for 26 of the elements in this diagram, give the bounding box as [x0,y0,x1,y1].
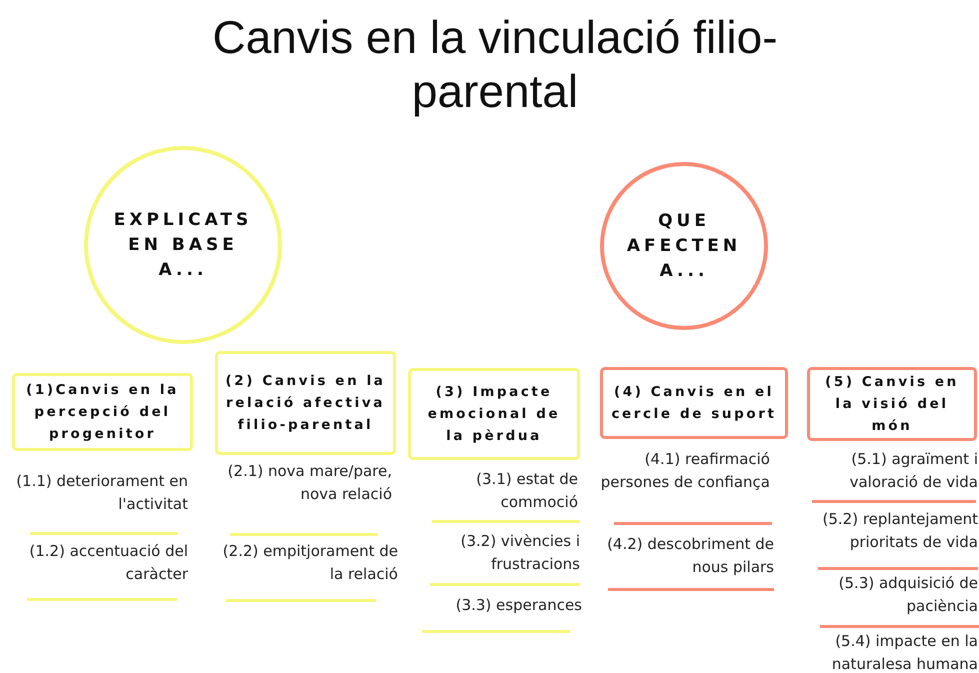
list-item: (3.3) esperances [454,595,582,616]
list-item: (5.3) adquisició de paciència [838,573,978,617]
box-heading: (2) Canvis en la relació afectiva filio-parental [224,372,387,435]
list-item: (5.1) agraïment i valoració de vida [848,449,978,493]
category-box [12,373,193,451]
category-box [215,351,396,455]
box-heading: (1)Canvis en la percepció del progenitor [25,381,180,444]
list-item: (5.2) replantejament prioritats de vida [822,509,978,553]
box-heading: (3) Impacte emocional de la pèrdua [426,383,562,446]
list-item: (3.1) estat de commoció [475,469,578,513]
category-box [408,368,580,460]
list-item: (3.2) vivències i frustracions [460,531,580,575]
title: Canvis en la vinculació filio-parental [211,10,779,118]
list-item: (1.2) accentuació del caràcter [28,541,188,585]
box-heading: (5) Canvis en la visió del món [824,373,960,436]
category-box [807,367,977,441]
list-item: (1.1) deteriorament en l'activitat [15,471,188,515]
list-item: (4.2) descobriment de nous pilars [606,534,774,578]
circle-label: QUE AFECTEN A... [626,210,742,282]
box-heading: (4) Canvis en el cercle de suport [610,383,778,424]
list-item: (2.1) nova mare/pare, nova relació [226,461,392,505]
list-item: (2.2) empitjorament de la relació [222,541,398,585]
category-box [600,367,788,439]
circle-label: EXPLICATS EN BASE A... [112,208,254,282]
list-item: (4.1) reafirmació persones de confiança [600,449,770,493]
list-item: (5.4) impacte en la naturalesa humana [830,631,978,673]
